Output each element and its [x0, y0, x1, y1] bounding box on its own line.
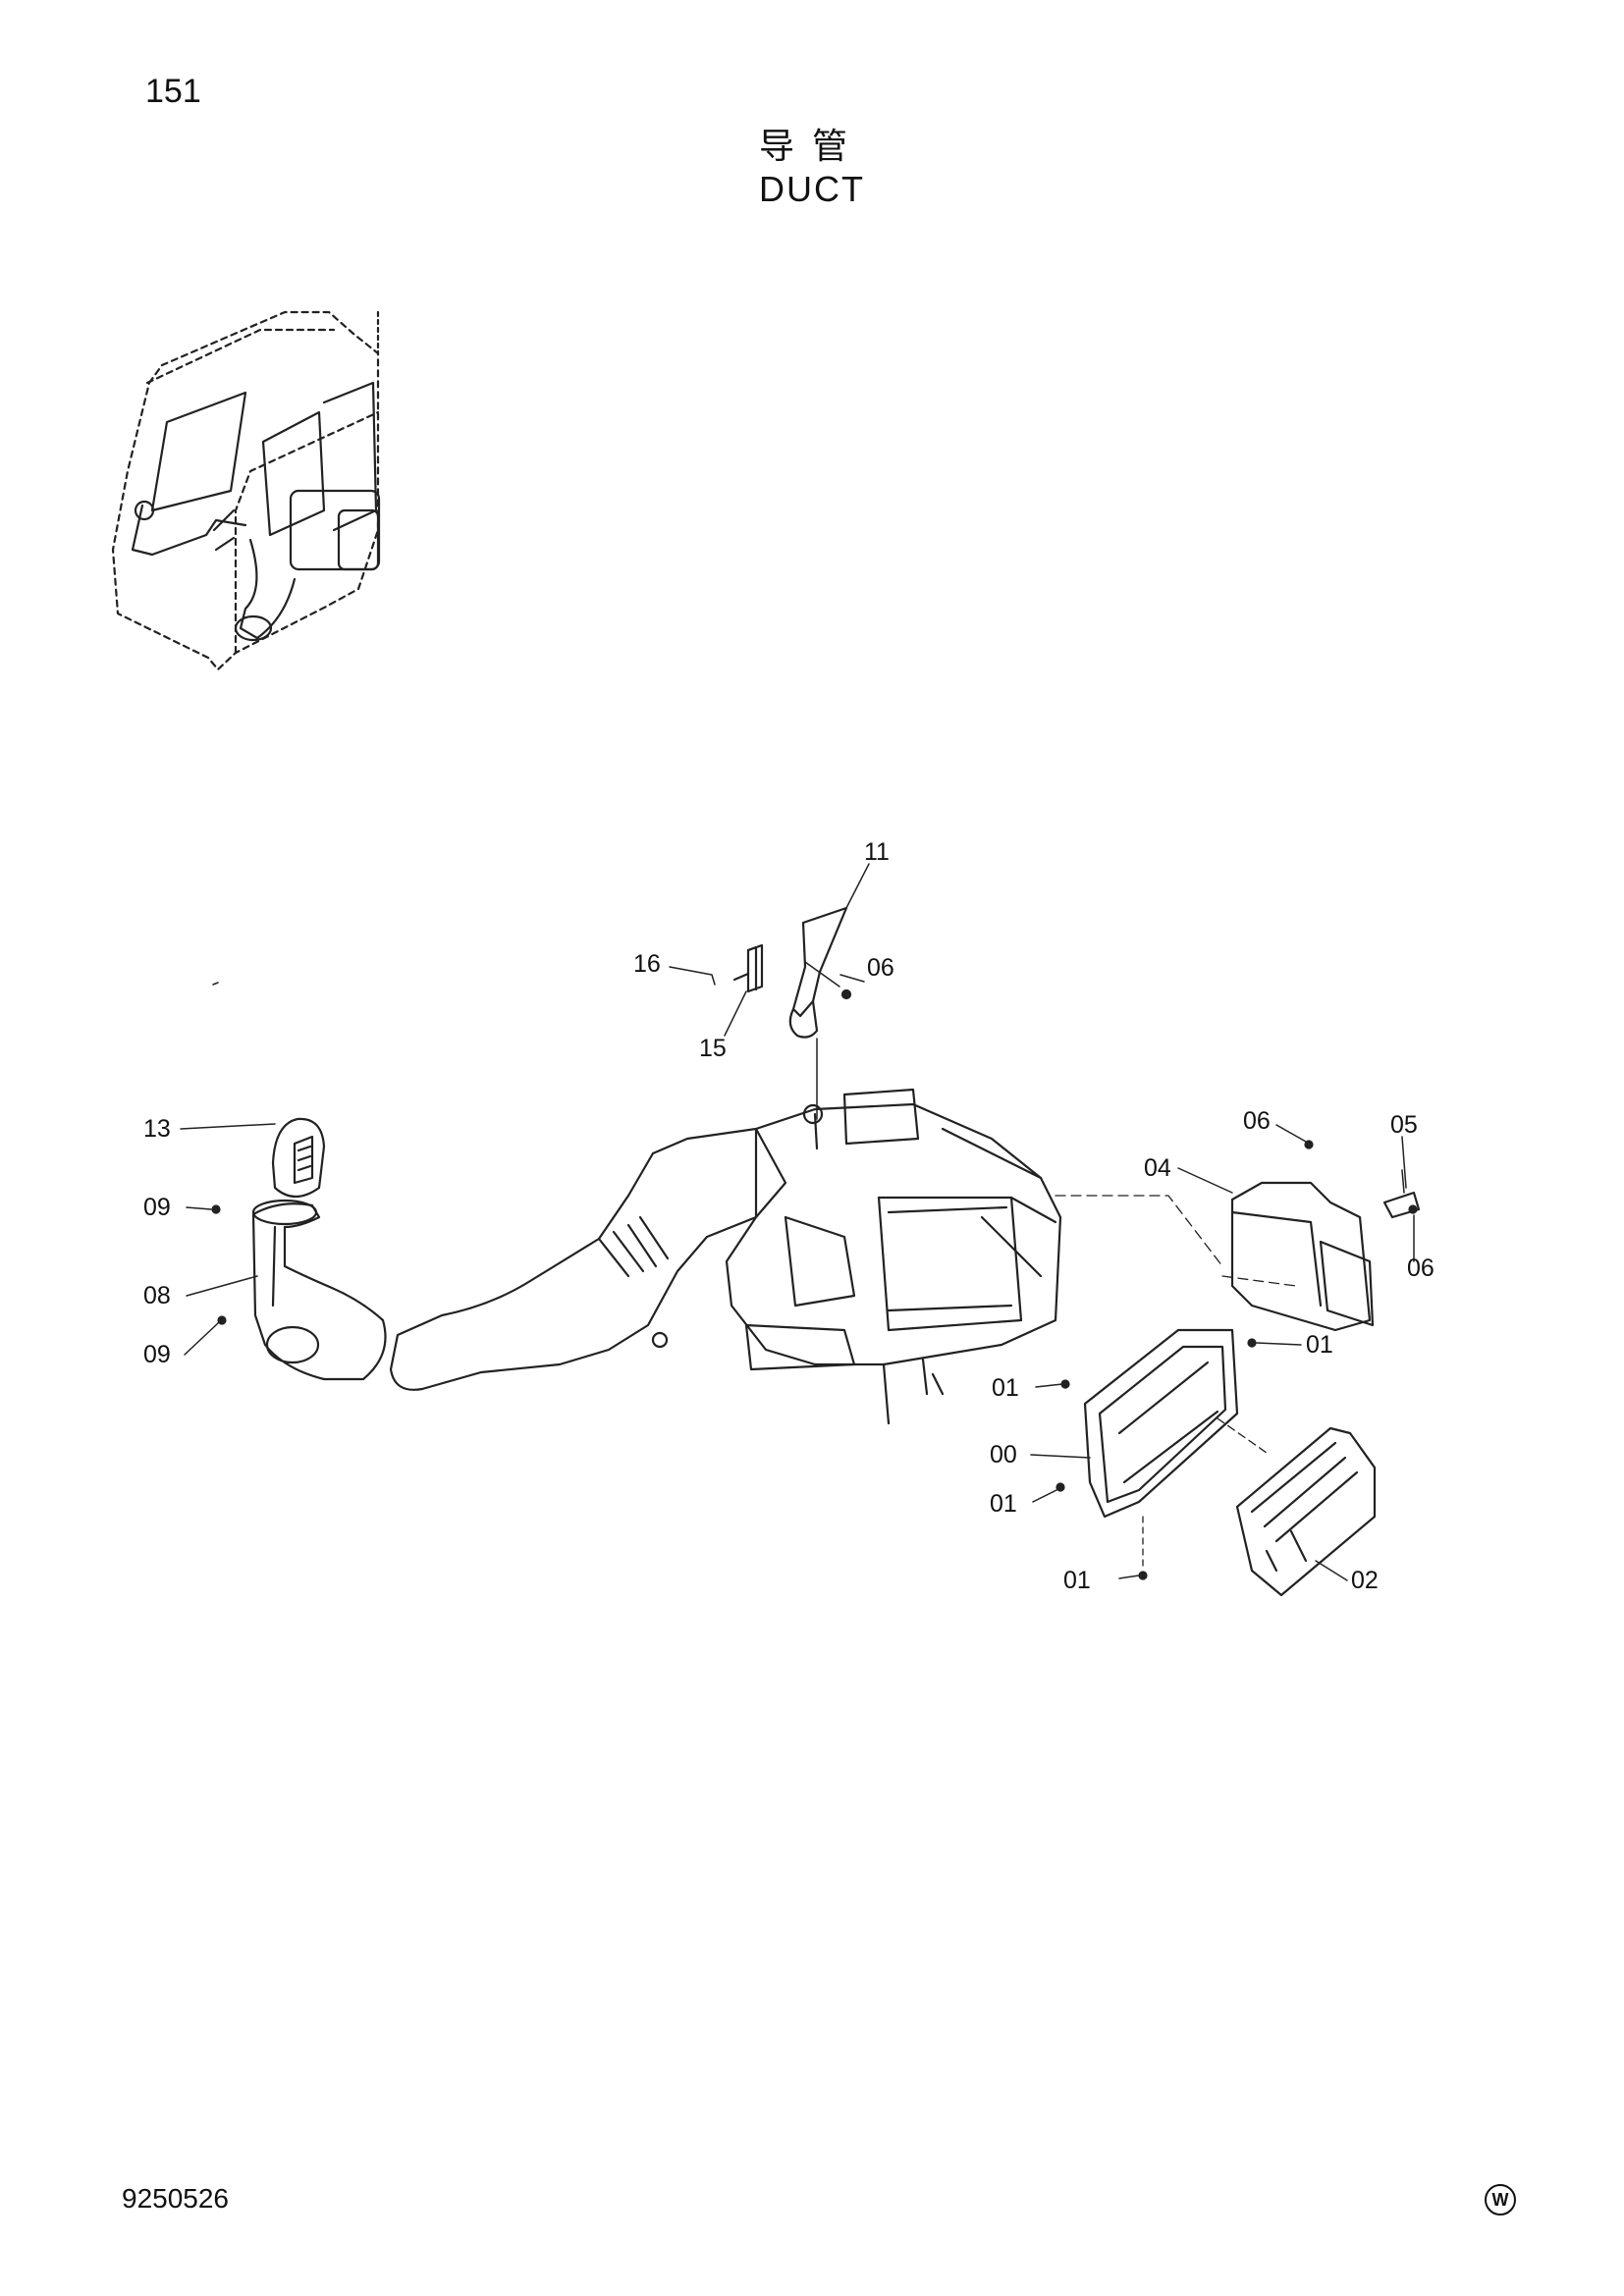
title-english: DUCT	[759, 169, 865, 209]
callout-01-bottom: 01	[1063, 1567, 1091, 1594]
callout-05: 05	[1390, 1111, 1418, 1139]
part-00-frame	[1083, 1328, 1239, 1519]
callout-09-upper: 09	[143, 1194, 171, 1221]
callout-06-right-upper: 06	[1243, 1107, 1271, 1135]
callout-01-right: 01	[1306, 1331, 1333, 1359]
part-15-bracket	[732, 943, 764, 993]
cab-overview-illustration	[111, 310, 381, 671]
heater-unit	[725, 1088, 1062, 1425]
callout-01-left-upper: 01	[992, 1374, 1019, 1402]
part-08-elbow-duct	[251, 1199, 387, 1381]
callout-15: 15	[699, 1035, 727, 1062]
callout-11: 11	[864, 838, 890, 866]
part-06-bolts-right	[1304, 1140, 1418, 1214]
part-06-bolt-upper	[804, 961, 852, 1000]
part-05-clip	[1382, 1169, 1421, 1219]
callout-01-left-lower: 01	[990, 1490, 1017, 1518]
callout-16: 16	[633, 950, 661, 978]
callout-00: 00	[990, 1441, 1017, 1468]
part-02-filter	[1217, 1417, 1377, 1597]
title-chinese: 导管	[758, 127, 865, 167]
callout-06-upper: 06	[867, 954, 894, 982]
callout-09-lower: 09	[143, 1341, 171, 1368]
callout-13: 13	[143, 1115, 171, 1143]
document-code: 9250526	[122, 2183, 230, 2214]
page-number: 151	[145, 73, 201, 110]
callout-06-right-lower: 06	[1407, 1255, 1435, 1282]
callout-02: 02	[1351, 1567, 1379, 1594]
callout-08: 08	[143, 1282, 171, 1309]
leader-lines	[180, 863, 1415, 1581]
stray-mark	[212, 982, 219, 986]
part-01-screws	[1056, 1338, 1257, 1580]
part-09-screws	[211, 1204, 227, 1325]
w-mark-logo: W	[1485, 2184, 1516, 2216]
part-11-upper-duct	[788, 906, 848, 1120]
flexible-duct	[389, 1127, 787, 1391]
part-13-nozzle	[271, 1117, 326, 1199]
connection-lines	[1055, 1195, 1297, 1287]
part-04-filter-cover	[1230, 1181, 1375, 1332]
callout-04: 04	[1144, 1154, 1171, 1182]
